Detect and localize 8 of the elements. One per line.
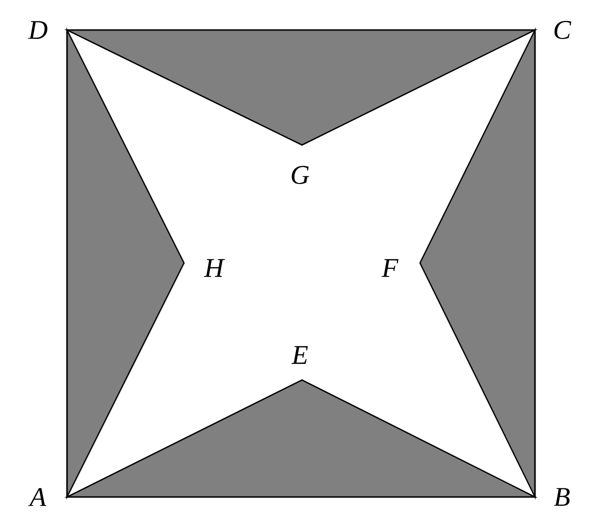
point-label: G	[292, 166, 310, 184]
point-label: B	[554, 488, 570, 506]
point-label: C	[554, 20, 572, 40]
point-label: D	[28, 21, 48, 39]
point-label: E	[291, 346, 308, 364]
point-label: A	[28, 488, 46, 506]
point-label: H	[204, 259, 225, 277]
point-label: F	[382, 259, 398, 277]
